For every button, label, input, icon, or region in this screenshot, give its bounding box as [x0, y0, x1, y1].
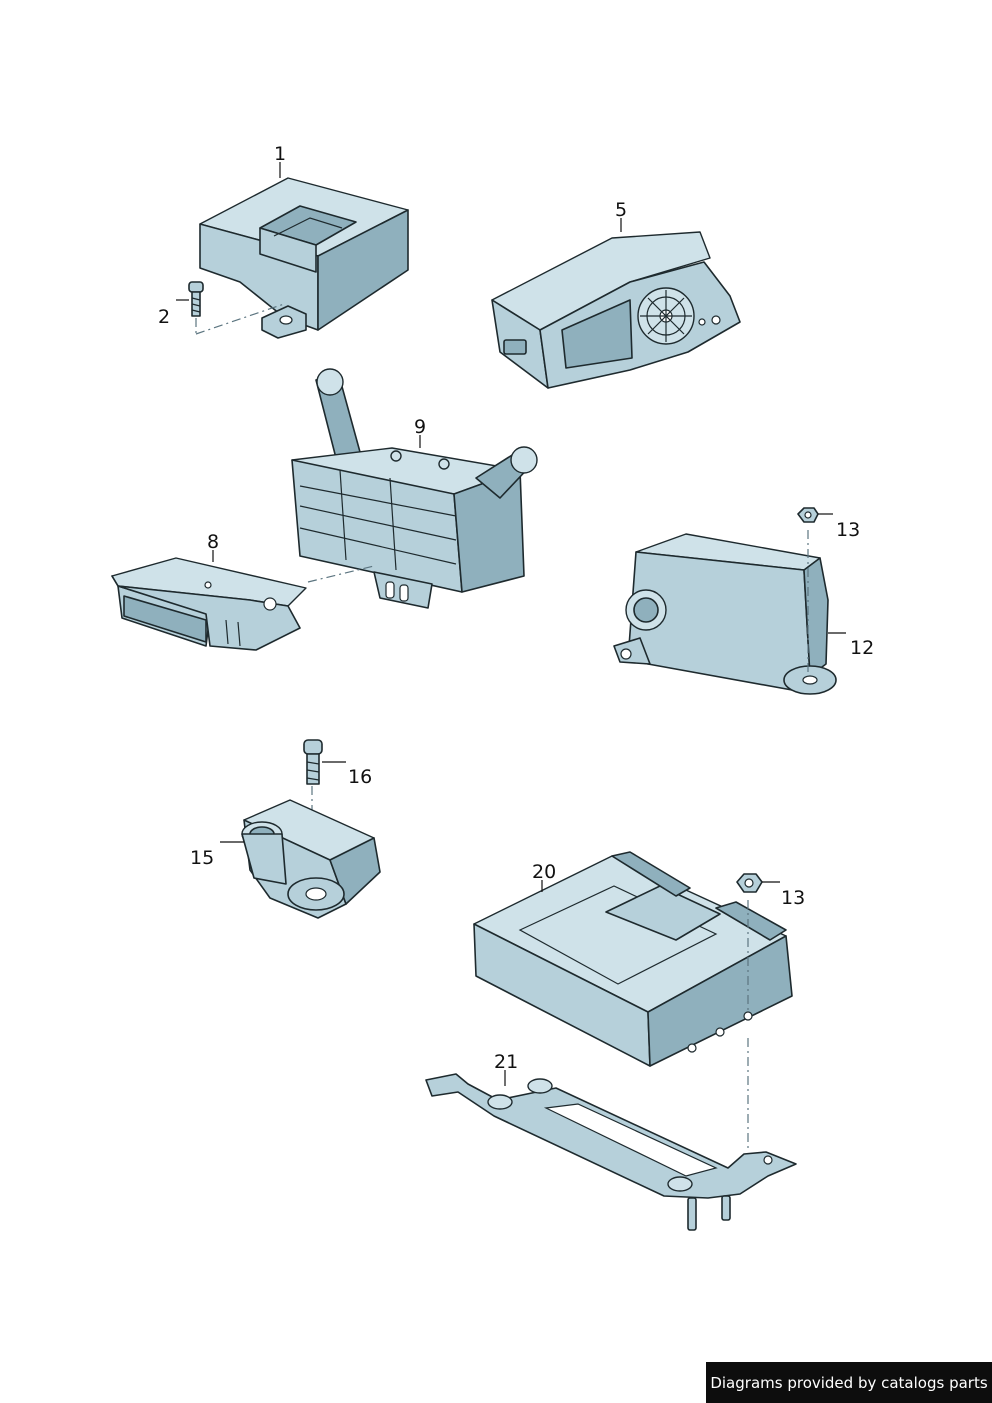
callout-9: 9 [414, 416, 426, 438]
footer-credit: Diagrams provided by catalogs parts [706, 1362, 992, 1403]
callout-2: 2 [158, 306, 170, 328]
callout-13-upper: 13 [836, 519, 860, 541]
callout-12: 12 [850, 637, 874, 659]
part-15-sensor [241, 799, 381, 919]
callout-13-lower: 13 [781, 887, 805, 909]
part-1-relay-box [199, 177, 409, 339]
part-8-module [111, 557, 307, 651]
part-20-control-unit [473, 851, 793, 1150]
part-12-sensor [613, 530, 837, 695]
callout-5: 5 [615, 199, 627, 221]
part-2-screw [188, 281, 285, 335]
part-21-bracket [425, 1073, 797, 1231]
callout-1: 1 [274, 143, 286, 165]
footer-text: Diagrams provided by catalogs parts [710, 1373, 988, 1392]
part-13-nut-upper [797, 507, 819, 523]
part-5-control-unit [491, 231, 741, 389]
callout-8: 8 [207, 531, 219, 553]
callout-21: 21 [494, 1051, 518, 1073]
part-9-holder [291, 368, 538, 609]
callout-20: 20 [532, 861, 556, 883]
callout-15: 15 [190, 847, 214, 869]
callout-16: 16 [348, 766, 372, 788]
part-13-nut-lower [736, 873, 763, 893]
